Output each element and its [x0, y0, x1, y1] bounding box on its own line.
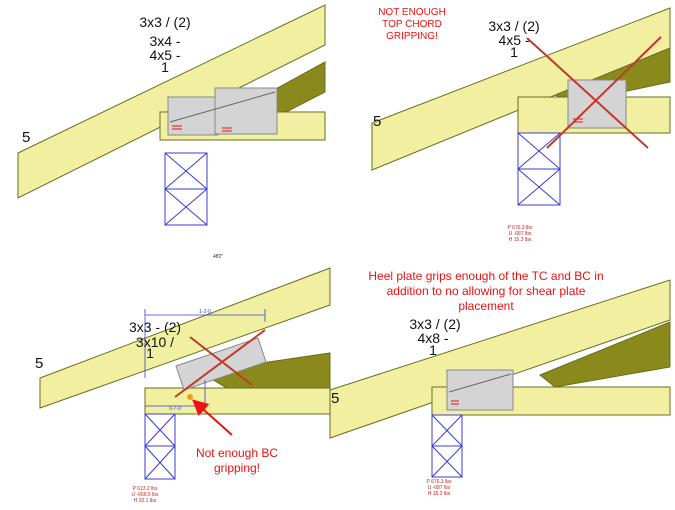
plate-label: 4x5 -	[498, 32, 529, 48]
reject-cross-icon	[526, 37, 649, 149]
top-chord	[329, 279, 671, 439]
reaction-text: U -666.5 lbs	[132, 492, 159, 498]
top-label: 4ff2"	[213, 254, 223, 260]
bearing-post	[164, 152, 208, 226]
plate-label: 4x8 -	[417, 330, 448, 346]
reaction-text: P 676.3 lbs	[508, 225, 533, 231]
heel-plate	[214, 87, 278, 135]
dimension-label: 0-7-0	[169, 406, 181, 412]
plate-label: 3x3 - (2)	[129, 319, 181, 335]
top-chord	[371, 7, 671, 171]
plate-label: 1	[161, 59, 169, 75]
warning-text: Not enough BC	[196, 446, 278, 460]
reaction-text: H 32.1 lbs	[134, 498, 157, 504]
pointer-arrow	[192, 399, 233, 436]
bearing-post	[517, 132, 561, 206]
dimension-label: 1-2-0	[199, 309, 211, 315]
plate-label: 3x3 / (2)	[139, 14, 190, 30]
gap-marker	[187, 394, 193, 400]
pitch-label: 5	[35, 355, 43, 372]
reaction-text: H 15.3 lbs	[428, 491, 451, 497]
bearing-post	[431, 414, 463, 478]
warning-text: gripping!	[214, 461, 260, 475]
warning-text: NOT ENOUGH	[378, 7, 446, 18]
plate-label: 3x4 -	[149, 33, 180, 49]
reaction-text: P 613.2 lbs	[133, 486, 158, 492]
bottom-chord	[144, 387, 331, 415]
pitch-label: 5	[373, 113, 381, 130]
reaction-text: U -687 lbs	[428, 485, 451, 491]
bearing-post	[144, 413, 176, 480]
panel-2: NOT ENOUGH TOP CHORD GRIPPING! 3x3 / (2)…	[371, 7, 671, 243]
plate-seam	[169, 91, 276, 123]
plate-label: 1	[146, 345, 154, 361]
plate-label: 1	[510, 44, 518, 60]
top-chord	[39, 267, 331, 409]
plate-label: 4x5 -	[149, 47, 180, 63]
pitch-label: 5	[331, 390, 339, 407]
note-text: placement	[458, 299, 514, 313]
plate-label: 1	[429, 342, 437, 358]
warning-text: TOP CHORD	[382, 19, 442, 30]
reject-cross-icon	[174, 329, 266, 398]
plate-seam	[448, 373, 512, 393]
plate-label: 3x3 / (2)	[409, 316, 460, 332]
warning-text: GRIPPING!	[386, 31, 438, 42]
reject-cross-icon	[189, 336, 253, 386]
panel-3: 1-2-0 0-7-0 4ff2" Not enough BC gripping…	[35, 254, 331, 504]
panel-1: 3x3 / (2) 3x4 - 4x5 - 1 5	[17, 4, 326, 226]
top-chord-side	[539, 321, 671, 388]
note-text: addition to no allowing for shear plate	[387, 284, 586, 298]
note-text: Heel plate grips enough of the TC and BC…	[368, 269, 603, 283]
reject-cross-icon	[546, 36, 662, 149]
plate-label: 3x3 / (2)	[488, 18, 539, 34]
panel-4: Heel plate grips enough of the TC and BC…	[329, 269, 671, 497]
reaction-text: P 676.3 lbs	[427, 479, 452, 485]
pitch-label: 5	[22, 129, 30, 146]
reaction-text: H 15.3 lbs	[509, 237, 532, 243]
plate-label: 3x10 /	[136, 334, 174, 350]
reaction-text: U -687 lbs	[509, 231, 532, 237]
